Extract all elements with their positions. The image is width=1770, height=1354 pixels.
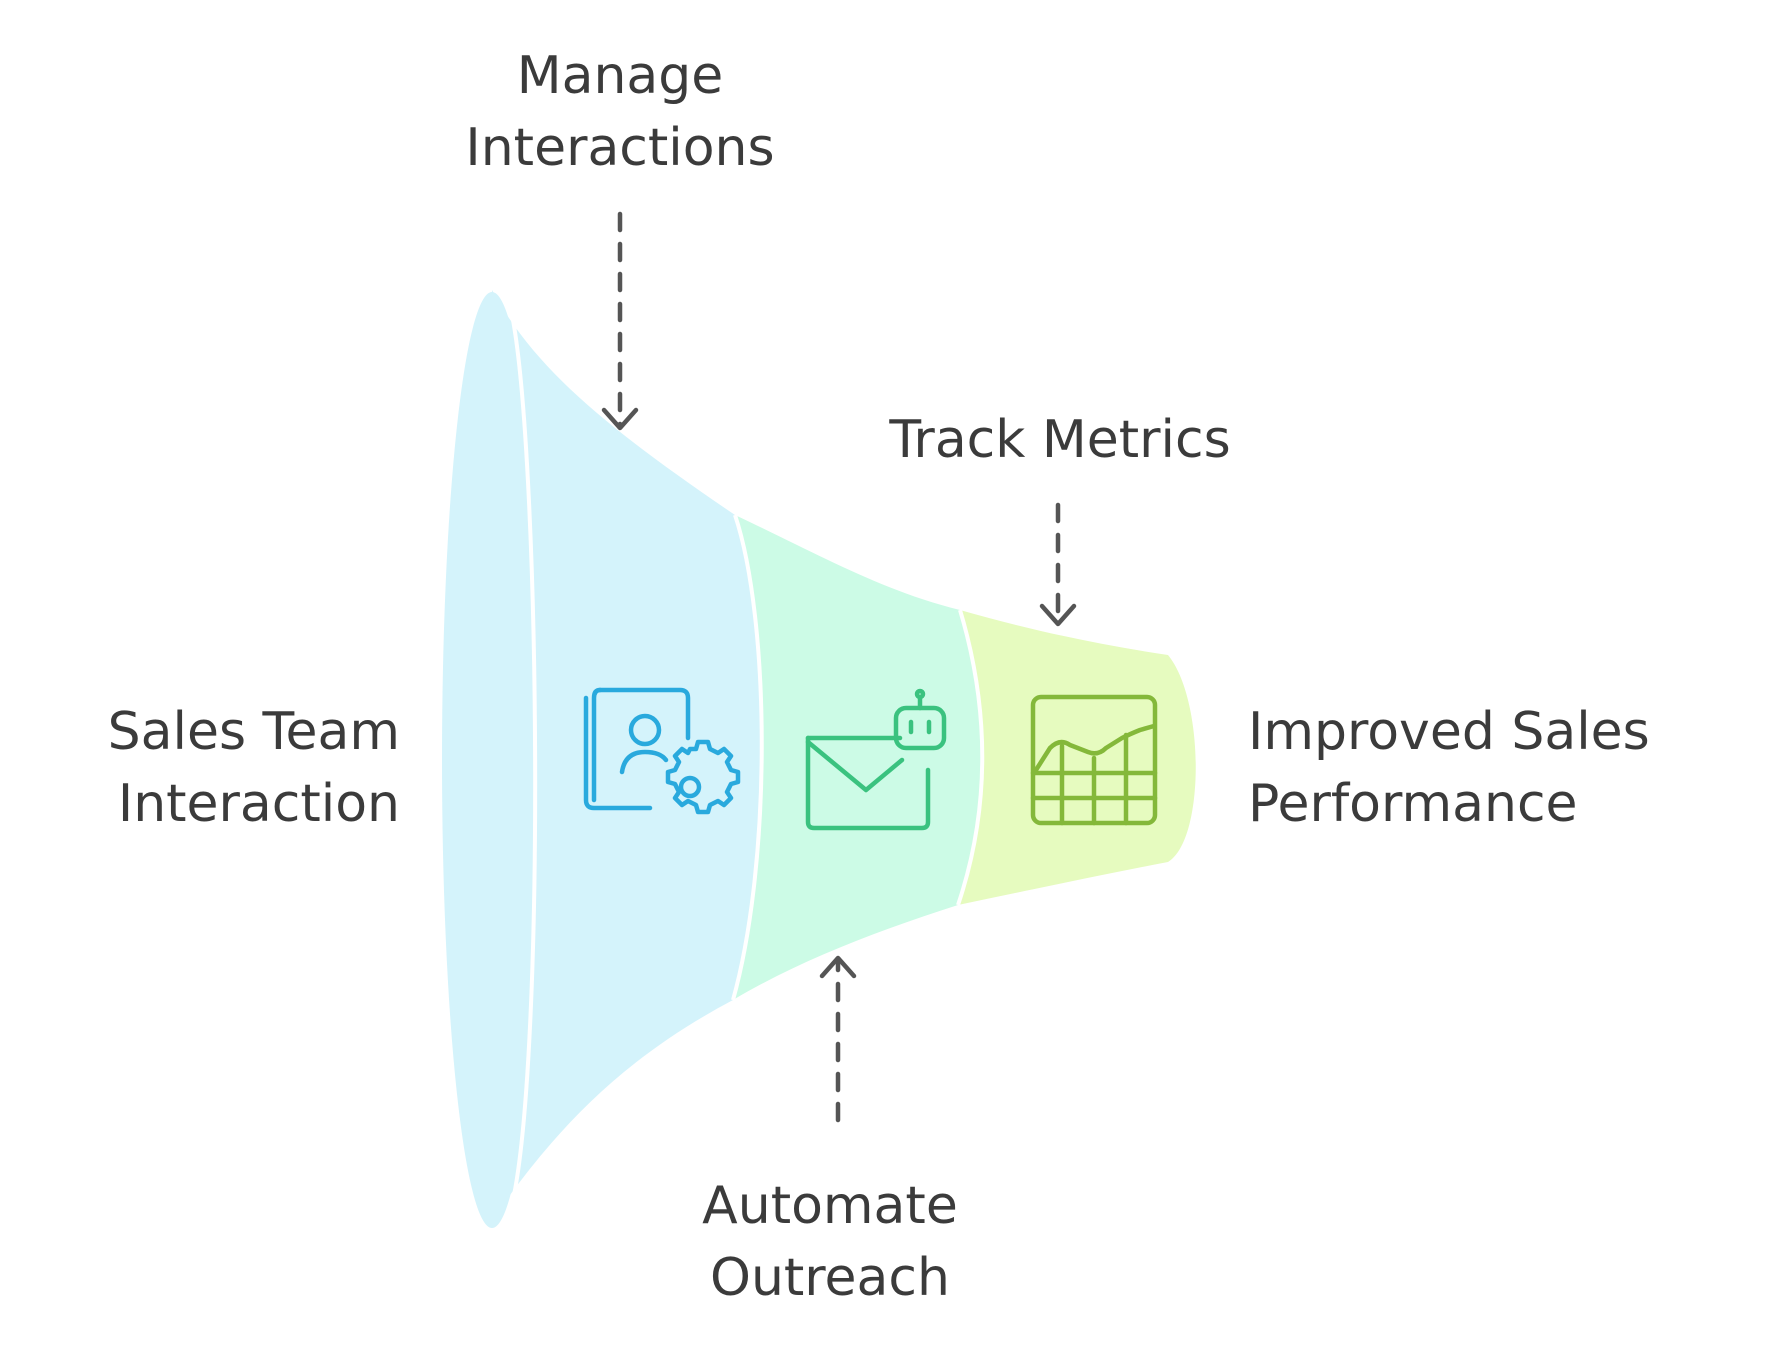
label-line: Sales Team — [107, 702, 400, 762]
funnel-rim-edge — [511, 319, 538, 1201]
label-line: Interactions — [465, 118, 775, 178]
chart-table-icon — [1030, 694, 1158, 826]
arrows — [601, 211, 1077, 1123]
funnel-stage-3 — [958, 610, 1196, 905]
label-line: Manage — [516, 46, 724, 106]
label-manage-interactions: Manage Interactions — [410, 40, 830, 184]
label-improved-sales-performance: Improved Sales Performance — [1248, 696, 1748, 840]
label-track-metrics: Track Metrics — [850, 404, 1270, 476]
funnel-stage-1 — [492, 290, 762, 1220]
label-line: Improved Sales — [1248, 702, 1650, 762]
funnel-rim — [442, 292, 542, 1228]
label-line: Outreach — [710, 1248, 950, 1308]
label-line: Automate — [702, 1176, 958, 1236]
label-line: Interaction — [117, 774, 400, 834]
label-sales-team-interaction: Sales Team Interaction — [20, 696, 400, 840]
funnel-stage-2 — [733, 515, 983, 1000]
email-bot-icon — [805, 688, 947, 831]
contact-settings-icon — [583, 687, 741, 815]
label-line: Performance — [1248, 774, 1578, 834]
label-line: Track Metrics — [889, 410, 1231, 470]
label-automate-outreach: Automate Outreach — [630, 1170, 1030, 1314]
